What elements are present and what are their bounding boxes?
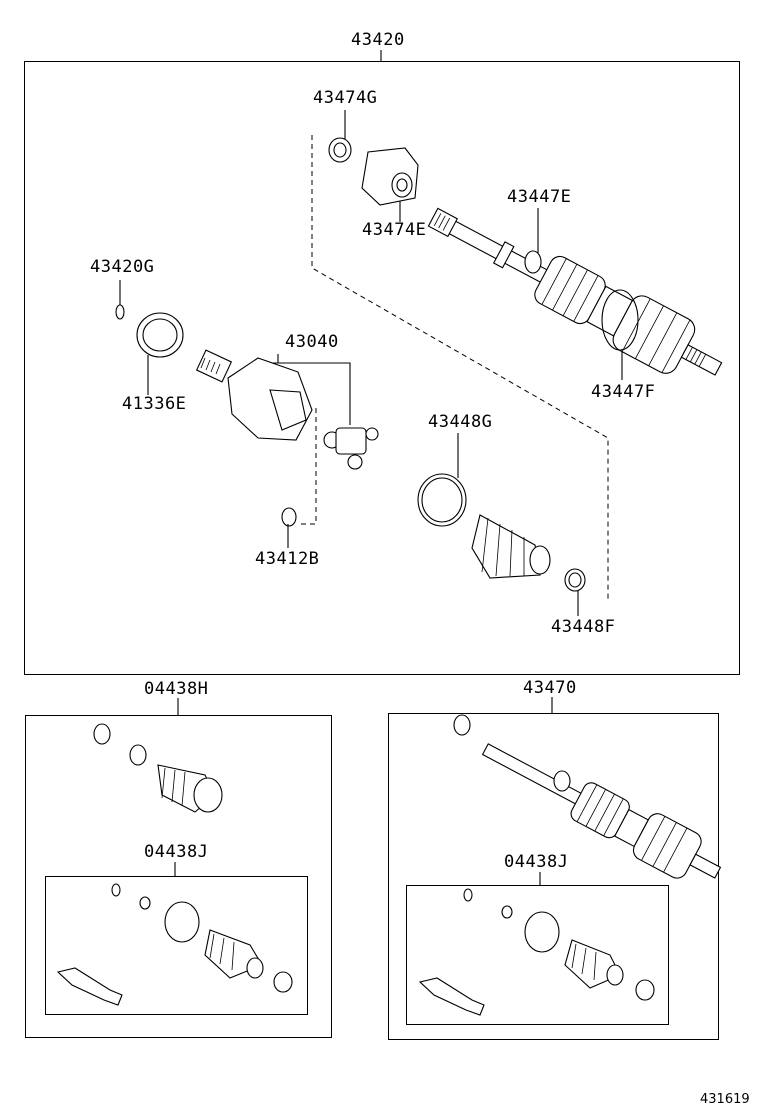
callout-43448G: 43448G (428, 412, 493, 432)
callout-43420G: 43420G (90, 257, 155, 277)
right-kit-small-parts (418, 714, 655, 1016)
left-kit-part-number: 04438H (144, 679, 209, 699)
main-assembly-frame (24, 61, 740, 675)
dashed-group-lines (300, 135, 609, 600)
shaft-outer-clamp (601, 289, 639, 351)
right-sub-kit-frame (406, 885, 669, 1025)
inner-rings (115, 304, 184, 358)
assembly-part-number: 43420 (351, 30, 405, 50)
callout-43040: 43040 (285, 332, 339, 352)
circlip (281, 507, 297, 527)
right-kit-frame (388, 713, 719, 1040)
left-kit-frame (25, 715, 332, 1038)
callout-43474G: 43474G (313, 88, 378, 108)
figure-number: 431619 (700, 1092, 750, 1107)
callout-43448F: 43448F (551, 617, 616, 637)
callout-43447F: 43447F (591, 382, 656, 402)
right-sub-kit-part-number: 04438J (504, 852, 569, 872)
left-sub-kit-part-number: 04438J (144, 842, 209, 862)
callout-43474E: 43474E (362, 220, 427, 240)
left-sub-kit-frame (45, 876, 308, 1015)
callout-41336E: 41336E (122, 394, 187, 414)
left-kit-parts (56, 723, 293, 1006)
main-axle-shaft (427, 207, 723, 376)
callout-43447E: 43447E (507, 187, 572, 207)
inboard-joint-housing (195, 349, 379, 470)
dynamic-damper (328, 137, 419, 206)
right-kit-part-number: 43470 (523, 678, 577, 698)
callout-43412B: 43412B (255, 549, 320, 569)
shaft-band-clamp (524, 250, 542, 274)
inboard-boot-set (417, 473, 586, 592)
